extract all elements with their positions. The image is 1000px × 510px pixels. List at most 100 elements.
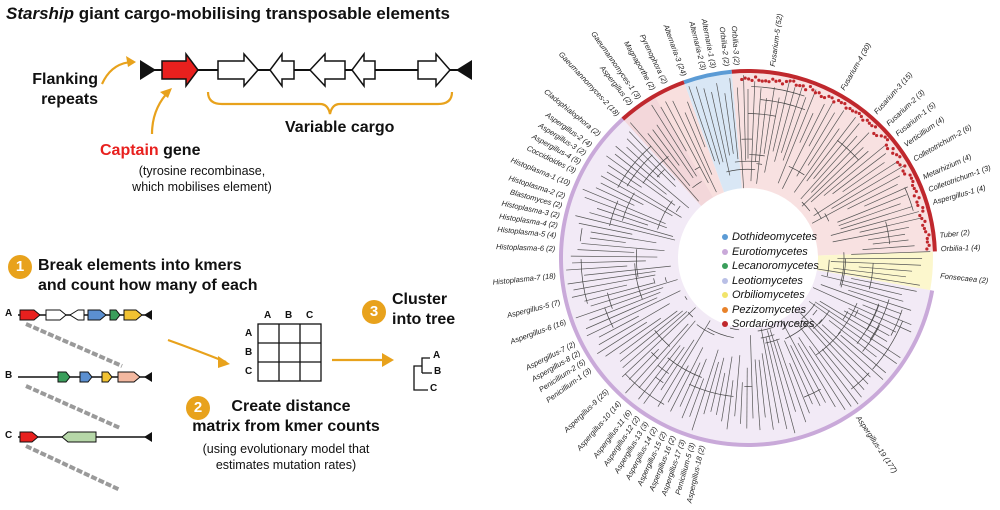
- captain-note: (tyrosine recombinase, which mobilises e…: [104, 163, 300, 195]
- legend-label: Sordariomycetes: [732, 318, 815, 330]
- tip-marker: [740, 77, 744, 82]
- tree-branch: [828, 320, 877, 358]
- tree-branch: [642, 156, 669, 184]
- cargo-bracket: [206, 91, 454, 115]
- clade-label: Alternaria-3 (24): [661, 22, 689, 77]
- row-label-a: A: [5, 308, 13, 319]
- tree-branch: [655, 376, 664, 383]
- legend-dot-icon: [722, 277, 728, 284]
- tree-center: [682, 192, 814, 324]
- tree-branch: [801, 303, 816, 320]
- tree-branch: [711, 91, 731, 176]
- tree-branch: [837, 194, 907, 223]
- tree-branch: [670, 347, 704, 412]
- tip-marker: [903, 164, 907, 168]
- starship-element: [140, 51, 472, 89]
- tree-branch: [590, 279, 678, 307]
- tip-marker: [879, 134, 883, 138]
- tree-branch: [607, 292, 613, 309]
- cargo-gene-icon: [269, 51, 295, 89]
- tip-marker: [920, 216, 924, 221]
- figure-title: Starship giant cargo-mobilising transpos…: [6, 4, 450, 24]
- tree-branch: [624, 373, 665, 405]
- tree-branch: [626, 138, 676, 187]
- tree-branch: [689, 378, 705, 417]
- tree-branch: [809, 318, 871, 378]
- tree-branch: [629, 131, 676, 181]
- sordariomycetes-sector: [731, 73, 877, 208]
- tree-branch: [707, 327, 734, 339]
- tip-marker: [912, 186, 916, 191]
- legend-label: Pezizomycetes: [732, 303, 806, 316]
- tree-branch: [798, 337, 846, 411]
- tree-branch: [776, 339, 807, 423]
- tree-branch: [626, 154, 653, 187]
- matrix-col-a: A: [264, 310, 272, 321]
- tree-branch: [862, 245, 915, 250]
- tree-branch: [833, 267, 907, 278]
- tree-branch: [726, 168, 756, 173]
- captain-word: Captain: [100, 142, 159, 159]
- tree-branch: [797, 342, 836, 408]
- tree-branch: [756, 163, 763, 165]
- tree-branch: [821, 348, 862, 398]
- tip-marker: [927, 243, 931, 247]
- tree-branch: [692, 181, 702, 189]
- tip-marker: [915, 200, 919, 204]
- tip-marker: [918, 213, 922, 218]
- sordariomycetes-band: [621, 80, 685, 121]
- tree-branch: [809, 346, 852, 407]
- tip-marker: [873, 125, 878, 129]
- tree-branch: [629, 122, 699, 202]
- step-1-line-1: Break elements into kmers: [38, 257, 242, 274]
- tree-leaf-b: B: [434, 366, 442, 377]
- tip-marker: [848, 106, 852, 111]
- tree-branch: [615, 145, 690, 209]
- tree-branch: [847, 184, 898, 210]
- tree-branch: [606, 171, 682, 218]
- step-2-line-1: Create distance: [231, 398, 351, 415]
- tree-branch: [842, 311, 849, 320]
- captain-note-line-1: (tyrosine recombinase,: [138, 164, 266, 178]
- tree-branch: [689, 383, 734, 397]
- tip-marker: [850, 109, 855, 113]
- tree-branch: [597, 321, 648, 354]
- cargo-gene-icon: [417, 52, 451, 88]
- step-2-badge: 2: [186, 396, 210, 420]
- tree-branch: [581, 243, 665, 252]
- tip-marker: [804, 88, 808, 92]
- tree-branch: [837, 302, 858, 335]
- tree-branch: [619, 310, 683, 362]
- tree-branch: [815, 331, 841, 356]
- tree-branch: [818, 310, 830, 325]
- tree-branch: [582, 188, 666, 225]
- tree-branch: [821, 324, 884, 380]
- tree-branch: [830, 261, 922, 266]
- tree-branch: [774, 87, 796, 162]
- eurotiomycetes-sector: [563, 97, 931, 443]
- tree-branch: [799, 113, 814, 143]
- tree-branch: [814, 207, 822, 219]
- matrix-row-c: C: [245, 366, 253, 377]
- legend-item: Orbiliomycetes: [722, 288, 819, 303]
- clade-label: Fonsecaea (2): [940, 271, 990, 285]
- tip-marker: [898, 155, 902, 159]
- row-label-b: B: [5, 370, 13, 381]
- flanking-repeats-label: Flanking repeats: [12, 70, 98, 110]
- tree-branch: [589, 237, 626, 243]
- step-2-note-line-2: estimates mutation rates): [215, 458, 357, 472]
- tip-marker: [917, 196, 921, 200]
- tree-branch: [782, 103, 825, 189]
- tree-branch: [687, 101, 706, 148]
- tree-branch: [665, 101, 709, 184]
- tree-branch: [821, 275, 903, 296]
- tree-branch: [812, 309, 818, 316]
- clade-label: Fusarium-5 (52): [768, 13, 784, 68]
- tree-branch: [734, 160, 759, 163]
- tip-marker: [811, 88, 815, 92]
- tree-branch: [761, 353, 774, 430]
- tree-branch: [832, 153, 886, 195]
- tip-marker: [885, 138, 890, 142]
- tip-marker: [743, 76, 747, 80]
